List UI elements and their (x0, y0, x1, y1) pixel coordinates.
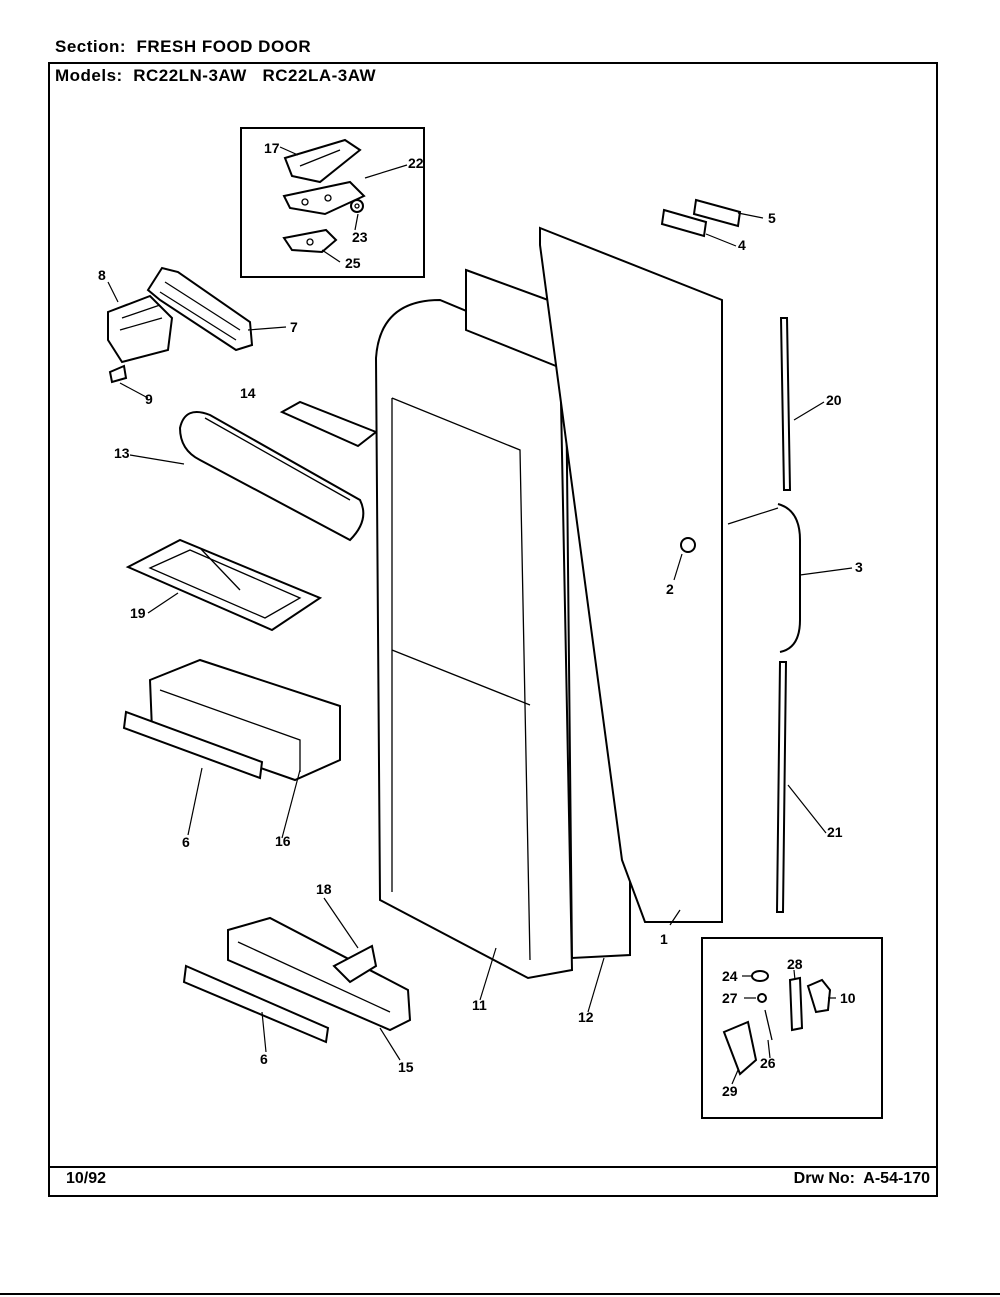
part-6-bin-trim-lower (182, 964, 330, 1044)
callout-16: 16 (275, 833, 291, 849)
part-24-bushing (751, 970, 769, 982)
drawing-label: Drw No: (793, 1170, 855, 1187)
part-3-door-handle (777, 503, 801, 653)
part-2-plug (680, 537, 696, 553)
part-9-screw (108, 364, 128, 384)
callout-9: 9 (145, 391, 153, 407)
callout-7: 7 (290, 319, 298, 335)
drawing-number: A-54-170 (863, 1170, 930, 1187)
callout-4: 4 (738, 237, 746, 253)
part-1-door-panel (539, 226, 723, 923)
part-13-dairy-cover (178, 411, 365, 542)
callout-23: 23 (352, 229, 368, 245)
part-15-lower-bin (227, 916, 412, 1032)
models-label: Models: (55, 66, 123, 85)
part-7-light-housing (146, 266, 254, 352)
models-value: RC22LN-3AW RC22LA-3AW (133, 66, 377, 85)
callout-19: 19 (130, 605, 146, 621)
page-bottom-rule (0, 1293, 1000, 1295)
part-10-hinge-pin (806, 978, 832, 1014)
diagram-frame (48, 62, 938, 1197)
part-26-spring (764, 1009, 773, 1041)
callout-6-lower: 6 (260, 1051, 268, 1067)
callout-6-upper: 6 (182, 834, 190, 850)
callout-8: 8 (98, 267, 106, 283)
callout-10: 10 (840, 990, 856, 1006)
part-6-bin-trim-upper (122, 710, 264, 780)
footer-divider (48, 1166, 938, 1168)
callout-11: 11 (472, 997, 487, 1013)
models-heading: Models: RC22LN-3AW RC22LA-3AW (55, 66, 376, 86)
callout-24: 24 (722, 968, 738, 984)
callout-27: 27 (722, 990, 738, 1006)
callout-17: 17 (264, 140, 280, 156)
callout-14: 14 (240, 385, 256, 401)
footer-drawing-number: Drw No: A-54-170 (794, 1170, 930, 1188)
leader-lines (107, 146, 853, 1085)
callout-3: 3 (855, 559, 863, 575)
part-11-door-liner (374, 298, 574, 980)
part-22-hinge-plate (282, 180, 366, 216)
part-14-shelf-bracket (279, 400, 378, 448)
callout-25: 25 (345, 255, 361, 271)
part-28-bracket (788, 976, 804, 1032)
part-4-nameplate (660, 208, 708, 238)
part-27-washer (757, 993, 767, 1003)
callout-29: 29 (722, 1083, 738, 1099)
part-20-handle-trim-upper (779, 317, 792, 491)
callout-28: 28 (787, 956, 803, 972)
section-heading: Section: FRESH FOOD DOOR (55, 37, 311, 57)
callout-1: 1 (660, 931, 668, 947)
part-21-handle-trim-lower (775, 661, 788, 913)
footer-date: 10/92 (66, 1170, 107, 1187)
callout-20: 20 (826, 392, 842, 408)
part-25-shim (282, 228, 338, 254)
part-19-egg-tray (125, 538, 323, 632)
part-8-thermostat (107, 294, 174, 364)
part-29-lower-hinge (722, 1020, 758, 1076)
callout-12: 12 (578, 1009, 594, 1025)
callout-21: 21 (827, 824, 843, 840)
part-5-badge (692, 198, 742, 228)
callout-26: 26 (760, 1055, 776, 1071)
part-17-hinge-cover (283, 138, 362, 184)
callout-2: 2 (666, 581, 674, 597)
part-23-washer (350, 199, 364, 213)
callout-18: 18 (316, 881, 332, 897)
callout-5: 5 (768, 210, 776, 226)
callout-15: 15 (398, 1059, 414, 1075)
section-label: Section: (55, 37, 127, 56)
section-value: FRESH FOOD DOOR (136, 37, 312, 56)
callout-22: 22 (408, 155, 424, 171)
callout-13: 13 (114, 445, 130, 461)
part-18-bin-clip (332, 944, 378, 984)
